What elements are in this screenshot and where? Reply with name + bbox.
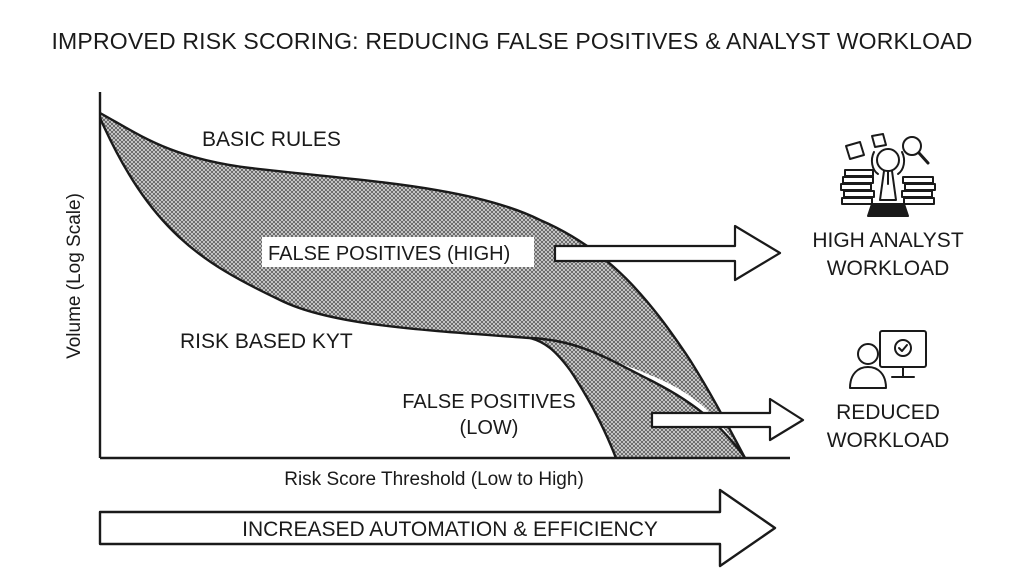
- automation-arrow-label: INCREASED AUTOMATION & EFFICIENCY: [242, 518, 658, 541]
- high-fp-label-bg: [262, 237, 534, 267]
- high-workload-line2: WORKLOAD: [827, 257, 950, 280]
- risk-based-label: RISK BASED KYT: [180, 330, 353, 353]
- diagram-title: IMPROVED RISK SCORING: REDUCING FALSE PO…: [51, 28, 973, 54]
- stressed-analyst-icon: [840, 133, 936, 217]
- reduced-workload-line1: REDUCED: [836, 401, 940, 424]
- high-workload-line1: HIGH ANALYST: [812, 229, 963, 252]
- risk-based-curve: [98, 117, 746, 459]
- risk-based-tail-curve: [529, 336, 618, 459]
- low-fp-label-line2: (LOW): [460, 417, 519, 439]
- basic-rules-curve: [99, 111, 747, 459]
- automation-arrow: [98, 488, 777, 568]
- basic-rules-label: BASIC RULES: [202, 128, 341, 151]
- high-workload-arrow: [553, 224, 782, 282]
- y-axis-label: Volume (Log Scale): [64, 193, 85, 359]
- reduced-workload-line2: WORKLOAD: [827, 429, 950, 452]
- analyst-computer-check-icon: [849, 330, 927, 389]
- reduced-workload-arrow: [650, 397, 805, 442]
- x-axis-label: Risk Score Threshold (Low to High): [284, 469, 584, 490]
- low-fp-label-line1: FALSE POSITIVES: [402, 391, 575, 413]
- high-false-positive-band: [100, 113, 745, 458]
- high-fp-label: FALSE POSITIVES (HIGH): [268, 243, 510, 265]
